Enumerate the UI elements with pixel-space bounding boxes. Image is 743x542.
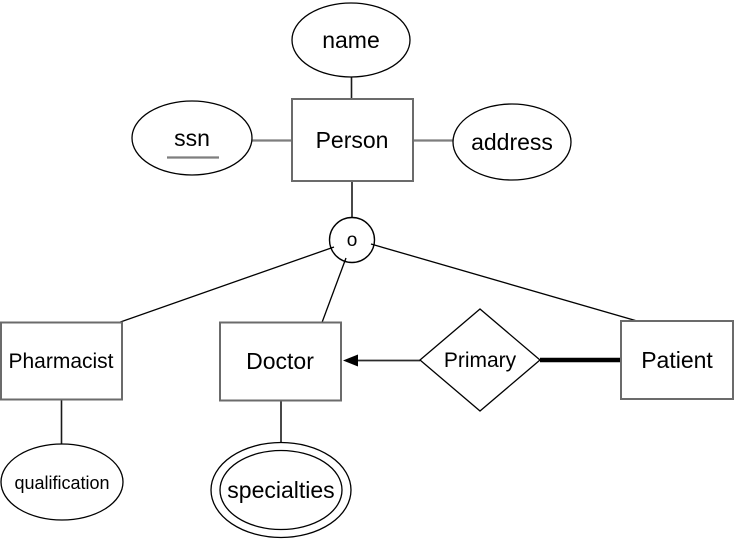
entity-person-rect	[291, 98, 414, 182]
attribute-address-ellipse	[452, 103, 572, 181]
attribute-name-label: name	[322, 27, 380, 53]
entity-doctor-rect	[219, 321, 342, 402]
entity-pharmacist-rect	[0, 321, 123, 401]
link-circle-doctor	[321, 257, 347, 323]
attribute-ssn-label: ssn	[174, 125, 210, 151]
attribute-specialties-label: specialties	[227, 477, 334, 503]
attribute-qualification-label: qualification	[14, 473, 109, 493]
relationship-primary-label: Primary	[444, 349, 517, 372]
entity-patient-rect	[620, 320, 734, 400]
attribute-specialties-inner-ellipse	[219, 449, 343, 531]
attribute-qualification-ellipse	[0, 443, 124, 521]
entity-pharmacist-label: Pharmacist	[8, 350, 113, 373]
attribute-address-label: address	[471, 129, 553, 155]
link-circle-pharmacist	[118, 246, 335, 324]
relationship-primary-diamond	[418, 308, 542, 412]
attribute-name-ellipse	[291, 2, 411, 78]
link-circle-patient	[370, 243, 638, 322]
specialization-circle	[328, 216, 376, 264]
arrowhead-to-doctor-icon	[343, 354, 358, 367]
entity-person-label: Person	[316, 127, 389, 153]
attribute-ssn-ellipse	[131, 100, 253, 176]
entity-doctor-label: Doctor	[246, 348, 314, 374]
specialization-constraint-label: o	[347, 230, 358, 251]
entity-patient-label: Patient	[641, 347, 713, 373]
